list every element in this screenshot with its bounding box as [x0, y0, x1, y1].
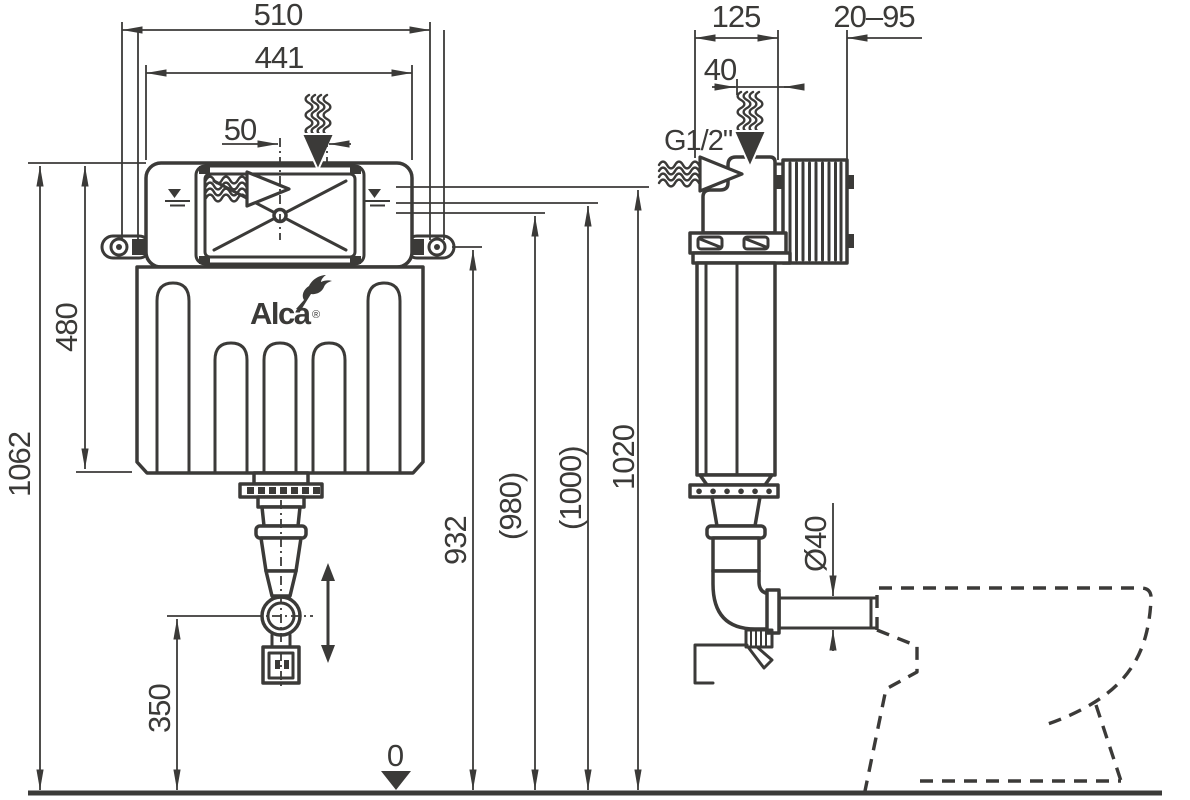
- dim-level-980-label: (980): [493, 473, 528, 540]
- bottom-flange-assembly: [238, 471, 324, 690]
- dim-wall-range-label: 20–95: [833, 0, 914, 34]
- dim-body-width-label: 441: [255, 40, 304, 75]
- dim-inlet-offset-label: 40: [704, 52, 737, 87]
- dim-body-height-label: 480: [49, 303, 84, 352]
- alca-logo: Alca ®: [250, 275, 332, 331]
- dim-level-1000: (1000): [396, 202, 598, 790]
- dim-depth-label: 125: [712, 0, 761, 34]
- dim-inlet-offset: 40: [704, 52, 805, 95]
- inlet-thread-label: G1/2": [664, 125, 733, 157]
- dim-body-height: 480: [49, 166, 132, 473]
- dim-level-1020: 1020: [396, 186, 649, 790]
- dim-overall-height-label: 1062: [2, 432, 37, 497]
- tank-ribs: [155, 281, 402, 475]
- dim-level-1020-label: 1020: [606, 424, 641, 490]
- datum-zero-label: 0: [387, 738, 404, 773]
- dim-anchor-height-label: 932: [438, 516, 473, 565]
- datum-zero-marker: 0: [381, 738, 411, 790]
- floor-support-bracket: [693, 628, 774, 685]
- inlet-thread-label-group: G1/2": [664, 125, 734, 157]
- dim-outlet-height-label: 350: [142, 684, 177, 733]
- wall-sleeve-ribbed-block: [773, 158, 854, 265]
- swallow-icon: [296, 275, 332, 310]
- dim-depth: 125: [694, 0, 779, 160]
- water-level-mark-right: [365, 189, 390, 207]
- dim-center-offset-label: 50: [224, 112, 257, 147]
- water-level-mark-left: [165, 189, 190, 207]
- dim-body-width: 441: [145, 40, 413, 160]
- dim-level-980: (980): [396, 212, 545, 790]
- side-upper-section: [701, 155, 777, 235]
- cistern-tank-body: [135, 265, 425, 475]
- flush-down-arrow-icon: [300, 93, 336, 172]
- dim-outlet-height: 350: [142, 615, 313, 790]
- side-view: [657, 90, 1153, 792]
- dim-overall-width: 510: [121, 0, 445, 240]
- side-flush-pipe-elbow: [705, 495, 879, 635]
- side-tank: [688, 261, 780, 499]
- height-adjust-arrow-icon: [321, 563, 335, 663]
- dim-level-1000-label: (1000): [553, 446, 588, 530]
- dim-anchor-height: 932: [438, 246, 482, 790]
- dim-wall-range: 20–95: [833, 0, 922, 160]
- dim-outlet-diameter: Ø40: [798, 503, 837, 651]
- dim-center-offset: 50: [222, 112, 351, 240]
- toilet-outline: [863, 586, 1153, 792]
- dim-outlet-diameter-label: Ø40: [798, 516, 833, 572]
- side-bracket-rail: [688, 231, 792, 265]
- registered-mark: ®: [312, 309, 320, 321]
- alca-logo-text: Alca: [250, 296, 312, 331]
- left-mounting-bracket: [100, 234, 152, 260]
- dim-overall-height: 1062: [2, 162, 146, 790]
- dim-overall-width-label: 510: [254, 0, 303, 32]
- front-view: Alca ®: [100, 93, 456, 690]
